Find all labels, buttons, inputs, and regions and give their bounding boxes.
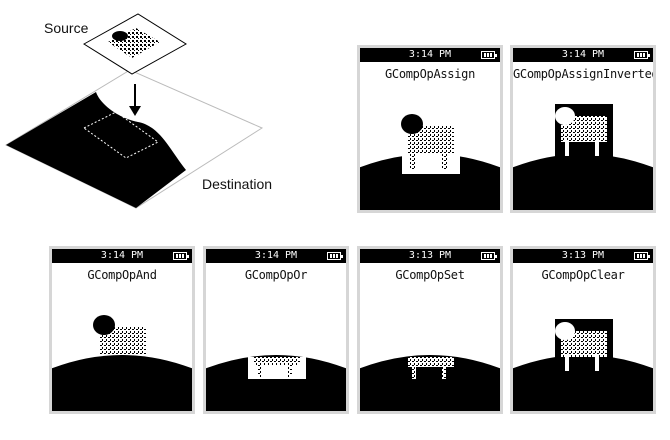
dog-sprite — [401, 112, 460, 174]
watch-screen: 3:14 PM GCompOpAssign — [360, 48, 500, 210]
op-title: GCompOpAnd — [87, 268, 157, 282]
arrow-down-icon — [129, 84, 141, 116]
status-bar: 3:13 PM — [360, 249, 500, 263]
source-tile — [83, 13, 187, 75]
op-title: GCompOpAssignInverted — [513, 67, 653, 81]
horizon-dome — [206, 355, 346, 411]
op-title: GCompOpAssign — [384, 67, 476, 81]
status-bar: 3:14 PM — [206, 249, 346, 263]
composite-scene — [360, 112, 500, 210]
clock-time: 3:14 PM — [561, 49, 605, 60]
watch-gcompop-assign: 3:14 PM GCompOpAssign — [357, 45, 503, 213]
composite-scene — [206, 355, 346, 411]
status-bar: 3:13 PM — [513, 249, 653, 263]
composite-scene — [52, 315, 192, 411]
dog-sprite — [93, 315, 146, 355]
clock-time: 3:14 PM — [254, 250, 298, 261]
watch-screen: 3:14 PM GCompOpOr — [206, 249, 346, 411]
horizon-dome — [513, 154, 653, 210]
dog-sprite — [408, 357, 454, 379]
op-title: GCompOpSet — [395, 268, 465, 282]
dog-sprite — [555, 104, 613, 164]
watch-gcompop-clear: 3:13 PM GCompOpClear — [510, 246, 656, 414]
destination-plane — [4, 69, 264, 209]
watch-gcompop-or: 3:14 PM GCompOpOr — [203, 246, 349, 414]
clock-time: 3:14 PM — [100, 250, 144, 261]
clock-time: 3:14 PM — [408, 49, 452, 60]
dog-sprite — [248, 357, 306, 379]
status-bar: 3:14 PM — [360, 48, 500, 62]
source-label: Source — [44, 20, 89, 36]
watch-gcompop-and: 3:14 PM GCompOpAnd — [49, 246, 195, 414]
destination-label: Destination — [202, 176, 273, 192]
battery-charging-icon — [481, 252, 497, 260]
watch-screen: 3:13 PM GCompOpClear — [513, 249, 653, 411]
horizon-dome — [513, 355, 653, 411]
dog-sprite — [555, 319, 613, 371]
status-bar: 3:14 PM — [513, 48, 653, 62]
horizon-dome — [360, 355, 500, 411]
composite-scene — [360, 355, 500, 411]
clock-time: 3:13 PM — [561, 250, 605, 261]
battery-charging-icon — [634, 51, 650, 59]
composite-scene — [513, 104, 653, 210]
battery-charging-icon — [481, 51, 497, 59]
watch-gcompop-assign-inverted: 3:14 PM GCompOpAssignInverted — [510, 45, 656, 213]
op-title: GCompOpOr — [244, 268, 308, 282]
watch-screen: 3:14 PM GCompOpAssignInverted — [513, 48, 653, 210]
op-title: GCompOpClear — [541, 268, 625, 282]
horizon-dome — [360, 154, 500, 210]
composite-scene — [513, 319, 653, 411]
battery-charging-icon — [327, 252, 343, 260]
clock-time: 3:13 PM — [408, 250, 452, 261]
watch-gcompop-set: 3:13 PM GCompOpSet — [357, 246, 503, 414]
watch-screen: 3:14 PM GCompOpAnd — [52, 249, 192, 411]
compositing-diagram — [4, 13, 264, 209]
status-bar: 3:14 PM — [52, 249, 192, 263]
battery-charging-icon — [173, 252, 189, 260]
battery-charging-icon — [634, 252, 650, 260]
horizon-dome — [52, 355, 192, 411]
watch-screen: 3:13 PM GCompOpSet — [360, 249, 500, 411]
